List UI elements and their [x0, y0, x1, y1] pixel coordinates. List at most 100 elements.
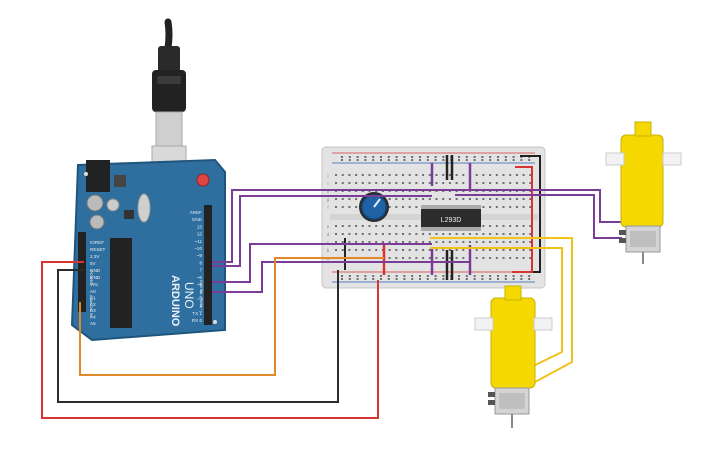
breadboard-hole[interactable]	[504, 156, 507, 158]
breadboard-hole[interactable]	[402, 225, 404, 227]
breadboard-hole[interactable]	[395, 257, 398, 259]
breadboard-hole[interactable]	[462, 198, 465, 200]
breadboard-hole[interactable]	[495, 257, 498, 259]
breadboard-hole[interactable]	[348, 198, 351, 200]
breadboard-hole[interactable]	[364, 156, 367, 158]
breadboard-hole[interactable]	[509, 257, 512, 259]
breadboard-hole[interactable]	[341, 249, 344, 251]
breadboard-hole[interactable]	[442, 174, 445, 176]
breadboard-hole[interactable]	[395, 206, 398, 208]
breadboard-hole[interactable]	[388, 174, 391, 176]
breadboard-hole[interactable]	[475, 249, 478, 251]
breadboard-hole[interactable]	[509, 241, 512, 243]
breadboard-hole[interactable]	[448, 249, 451, 251]
breadboard-hole[interactable]	[408, 241, 411, 243]
breadboard-hole[interactable]	[341, 225, 344, 227]
breadboard-hole[interactable]	[380, 156, 382, 158]
breadboard-hole[interactable]	[502, 206, 505, 208]
breadboard-hole[interactable]	[455, 257, 458, 259]
breadboard-hole[interactable]	[528, 278, 531, 280]
breadboard-hole[interactable]	[522, 233, 525, 235]
breadboard-hole[interactable]	[395, 241, 398, 243]
breadboard-hole[interactable]	[435, 241, 438, 243]
breadboard-hole[interactable]	[395, 225, 398, 227]
breadboard-hole[interactable]	[515, 182, 518, 184]
breadboard-hole[interactable]	[475, 182, 478, 184]
breadboard-hole[interactable]	[355, 249, 358, 251]
breadboard-hole[interactable]	[522, 182, 525, 184]
breadboard-hole[interactable]	[341, 182, 344, 184]
breadboard-jumpers[interactable]	[344, 155, 541, 280]
breadboard-hole[interactable]	[428, 249, 431, 251]
breadboard-hole[interactable]	[469, 241, 471, 243]
breadboard-hole[interactable]	[489, 182, 492, 184]
breadboard-hole[interactable]	[361, 225, 364, 227]
breadboard-hole[interactable]	[422, 257, 425, 259]
breadboard-hole[interactable]	[372, 275, 375, 277]
breadboard-hole[interactable]	[419, 278, 421, 280]
breadboard-hole[interactable]	[475, 174, 478, 176]
breadboard-hole[interactable]	[415, 182, 418, 184]
breadboard-hole[interactable]	[356, 156, 359, 158]
yellow-wire-1[interactable]	[430, 237, 573, 383]
breadboard-hole[interactable]	[408, 233, 411, 235]
breadboard-hole[interactable]	[522, 198, 525, 200]
breadboard-hole[interactable]	[515, 198, 518, 200]
breadboard-hole[interactable]	[482, 225, 485, 227]
breadboard-hole[interactable]	[512, 156, 515, 158]
breadboard-hole[interactable]	[387, 156, 390, 158]
breadboard-hole[interactable]	[341, 174, 344, 176]
breadboard-hole[interactable]	[462, 249, 465, 251]
breadboard-hole[interactable]	[475, 241, 478, 243]
breadboard-hole[interactable]	[465, 156, 468, 158]
breadboard-hole[interactable]	[455, 182, 458, 184]
breadboard-hole[interactable]	[402, 257, 404, 259]
breadboard-hole[interactable]	[422, 249, 425, 251]
breadboard-hole[interactable]	[403, 275, 406, 277]
breadboard-hole[interactable]	[415, 174, 418, 176]
breadboard-hole[interactable]	[428, 241, 431, 243]
breadboard-hole[interactable]	[502, 249, 505, 251]
breadboard-hole[interactable]	[482, 257, 485, 259]
yellow-wire-2[interactable]	[430, 247, 563, 371]
breadboard-hole[interactable]	[355, 233, 358, 235]
breadboard-hole[interactable]	[482, 233, 485, 235]
breadboard-hole[interactable]	[448, 198, 451, 200]
breadboard-hole[interactable]	[515, 257, 518, 259]
breadboard-hole[interactable]	[428, 174, 431, 176]
breadboard-hole[interactable]	[364, 278, 367, 280]
breadboard-hole[interactable]	[415, 241, 418, 243]
breadboard-hole[interactable]	[434, 156, 437, 158]
breadboard-hole[interactable]	[465, 278, 468, 280]
breadboard-hole[interactable]	[481, 156, 484, 158]
breadboard-hole[interactable]	[422, 241, 425, 243]
breadboard-hole[interactable]	[395, 198, 398, 200]
black-wire[interactable]	[57, 269, 339, 403]
breadboard-hole[interactable]	[455, 233, 458, 235]
breadboard-hole[interactable]	[381, 241, 384, 243]
breadboard-hole[interactable]	[335, 249, 337, 251]
breadboard-hole[interactable]	[348, 249, 351, 251]
breadboard-hole[interactable]	[462, 174, 465, 176]
breadboard-hole[interactable]	[482, 198, 485, 200]
breadboard-hole[interactable]	[411, 278, 414, 280]
breadboard-hole[interactable]	[411, 275, 414, 277]
breadboard-hole[interactable]	[497, 278, 499, 280]
breadboard-hole[interactable]	[520, 275, 523, 277]
breadboard-hole[interactable]	[512, 278, 515, 280]
breadboard-hole[interactable]	[341, 206, 344, 208]
breadboard-hole[interactable]	[403, 156, 406, 158]
breadboard-hole[interactable]	[387, 159, 390, 161]
breadboard-hole[interactable]	[355, 241, 358, 243]
breadboard-hole[interactable]	[529, 182, 532, 184]
purple-wire-4[interactable]	[212, 261, 470, 293]
breadboard-hole[interactable]	[495, 233, 498, 235]
breadboard-hole[interactable]	[419, 275, 421, 277]
breadboard-hole[interactable]	[348, 225, 351, 227]
breadboard-hole[interactable]	[380, 159, 382, 161]
breadboard-hole[interactable]	[348, 174, 351, 176]
breadboard-hole[interactable]	[529, 225, 532, 227]
breadboard-hole[interactable]	[489, 159, 492, 161]
breadboard-hole[interactable]	[481, 159, 484, 161]
